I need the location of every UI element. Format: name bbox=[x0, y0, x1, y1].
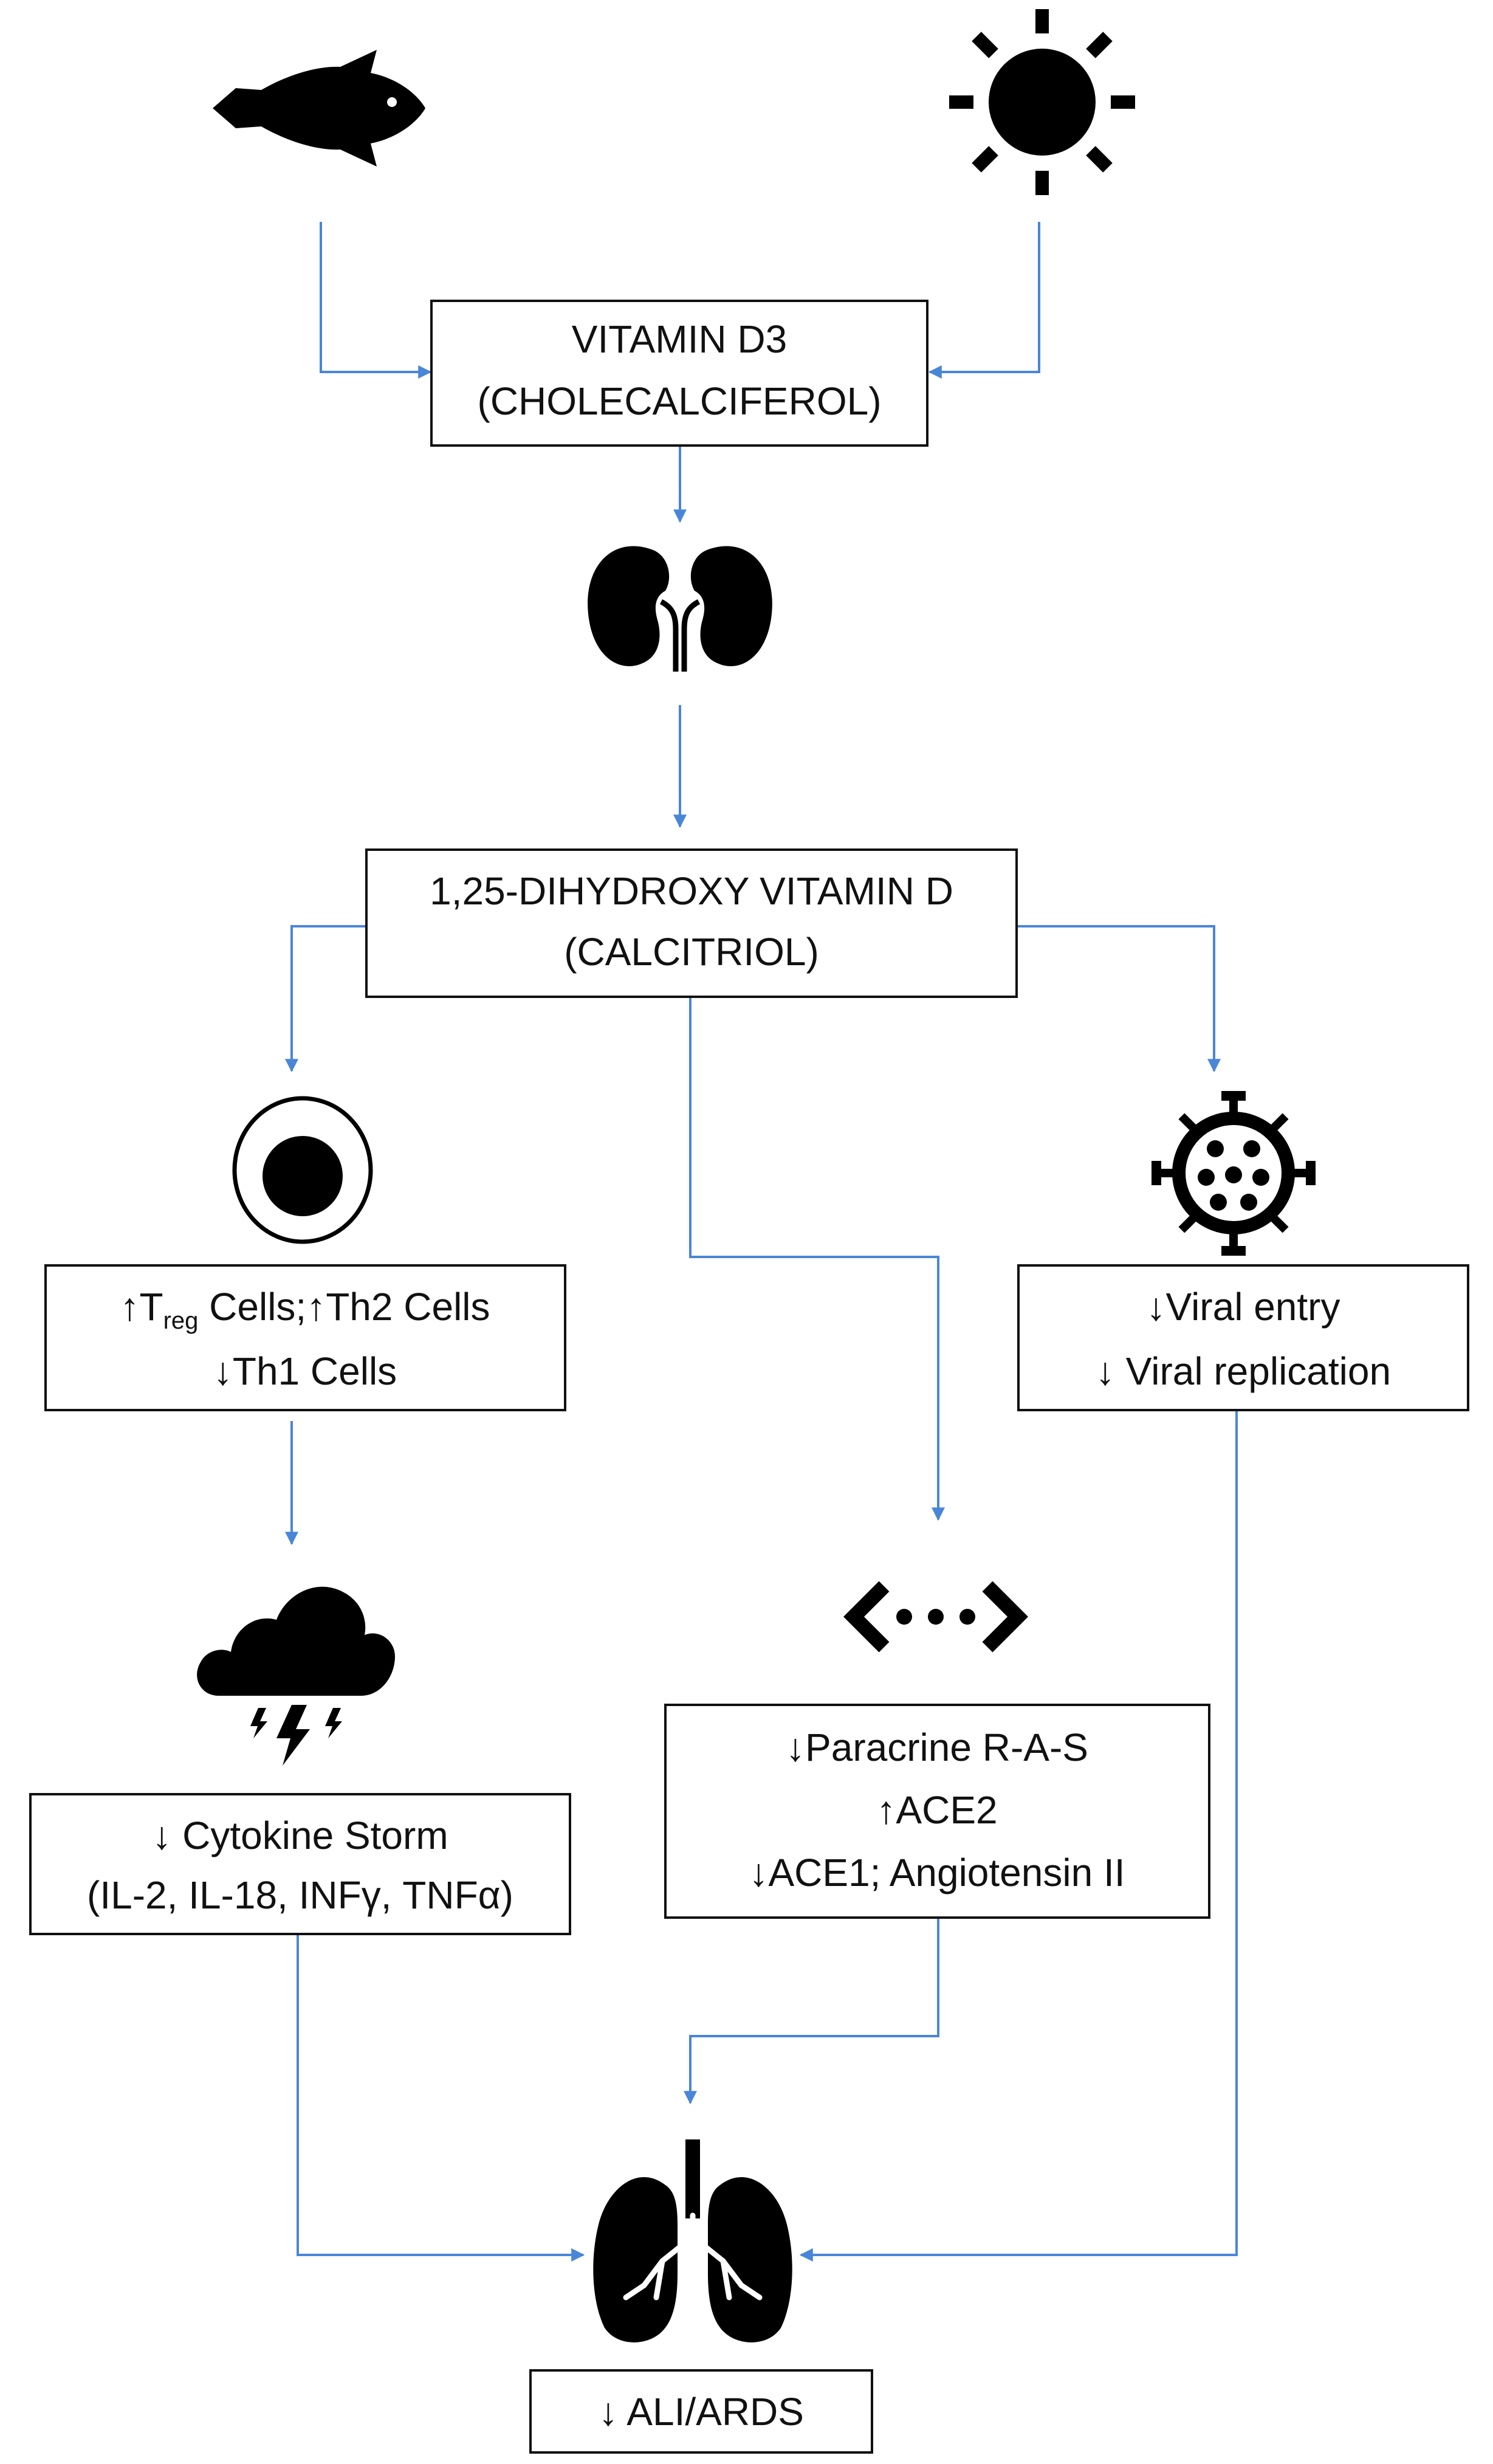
arrow-calcitriol-to-code bbox=[689, 997, 945, 1521]
vitamin-d3-title: VITAMIN D3 bbox=[572, 317, 787, 361]
calcitriol-box: 1,25-DIHYDROXY VITAMIN D (CALCITRIOL) bbox=[365, 848, 1018, 998]
virus-icon bbox=[1151, 1091, 1316, 1256]
ali-ards-text: ↓ ALI/ARDS bbox=[599, 2390, 804, 2434]
t-cells-box: ↑Treg Cells;↑Th2 Cells ↓Th1 Cells bbox=[44, 1264, 566, 1411]
cytokine-list: (IL-2, IL-18, INFγ, TNFα) bbox=[87, 1873, 513, 1917]
code-brackets-icon bbox=[843, 1581, 1028, 1653]
kidneys-icon bbox=[588, 546, 772, 672]
calcitriol-subtitle: (CALCITRIOL) bbox=[564, 930, 819, 974]
t-cells-line1-sub: reg bbox=[163, 1307, 199, 1334]
cytokine-box: ↓ Cytokine Storm (IL-2, IL-18, INFγ, TNF… bbox=[29, 1793, 571, 1935]
ali-ards-box: ↓ ALI/ARDS bbox=[529, 2369, 873, 2454]
connectors bbox=[285, 222, 1238, 2262]
sun-icon bbox=[949, 9, 1135, 195]
arrow-ras-to-lungs bbox=[684, 1916, 939, 2105]
arrow-fish-to-d3 bbox=[320, 222, 432, 379]
arrow-sun-to-d3 bbox=[928, 222, 1040, 379]
t-cells-line2: ↓Th1 Cells bbox=[213, 1349, 397, 1393]
viral-replication-text: ↓ Viral replication bbox=[1096, 1349, 1391, 1393]
arrow-calcitriol-to-cell bbox=[285, 925, 366, 1073]
vitamin-d3-box: VITAMIN D3 (CHOLECALCIFEROL) bbox=[430, 300, 928, 447]
cytokine-title: ↓ Cytokine Storm bbox=[152, 1814, 448, 1857]
viral-entry-text: ↓Viral entry bbox=[1147, 1285, 1340, 1329]
arrow-cytokine-to-lungs bbox=[297, 1933, 585, 2262]
ras-line1: ↓Paracrine R-A-S bbox=[786, 1726, 1088, 1769]
vitamin-d3-subtitle: (CHOLECALCIFEROL) bbox=[478, 379, 882, 423]
storm-cloud-icon bbox=[197, 1586, 395, 1766]
ras-line2: ↑ACE2 bbox=[876, 1788, 997, 1832]
ras-box: ↓Paracrine R-A-S ↑ACE2 ↓ACE1; Angiotensi… bbox=[664, 1704, 1210, 1919]
arrow-calcitriol-to-virus bbox=[1016, 925, 1221, 1073]
t-cells-line1-a: ↑T bbox=[120, 1285, 163, 1329]
viral-box: ↓Viral entry ↓ Viral replication bbox=[1017, 1264, 1469, 1411]
calcitriol-title: 1,25-DIHYDROXY VITAMIN D bbox=[430, 869, 953, 913]
t-cells-line1-b: Cells;↑Th2 Cells bbox=[198, 1285, 490, 1329]
arrow-viral-to-lungs bbox=[799, 1409, 1238, 2262]
fish-icon bbox=[213, 50, 425, 167]
lungs-icon bbox=[593, 2139, 792, 2342]
cell-icon bbox=[232, 1096, 373, 1244]
t-cells-line1: ↑Treg Cells;↑Th2 Cells bbox=[120, 1285, 490, 1334]
ras-line3: ↓ACE1; Angiotensin II bbox=[749, 1851, 1125, 1894]
